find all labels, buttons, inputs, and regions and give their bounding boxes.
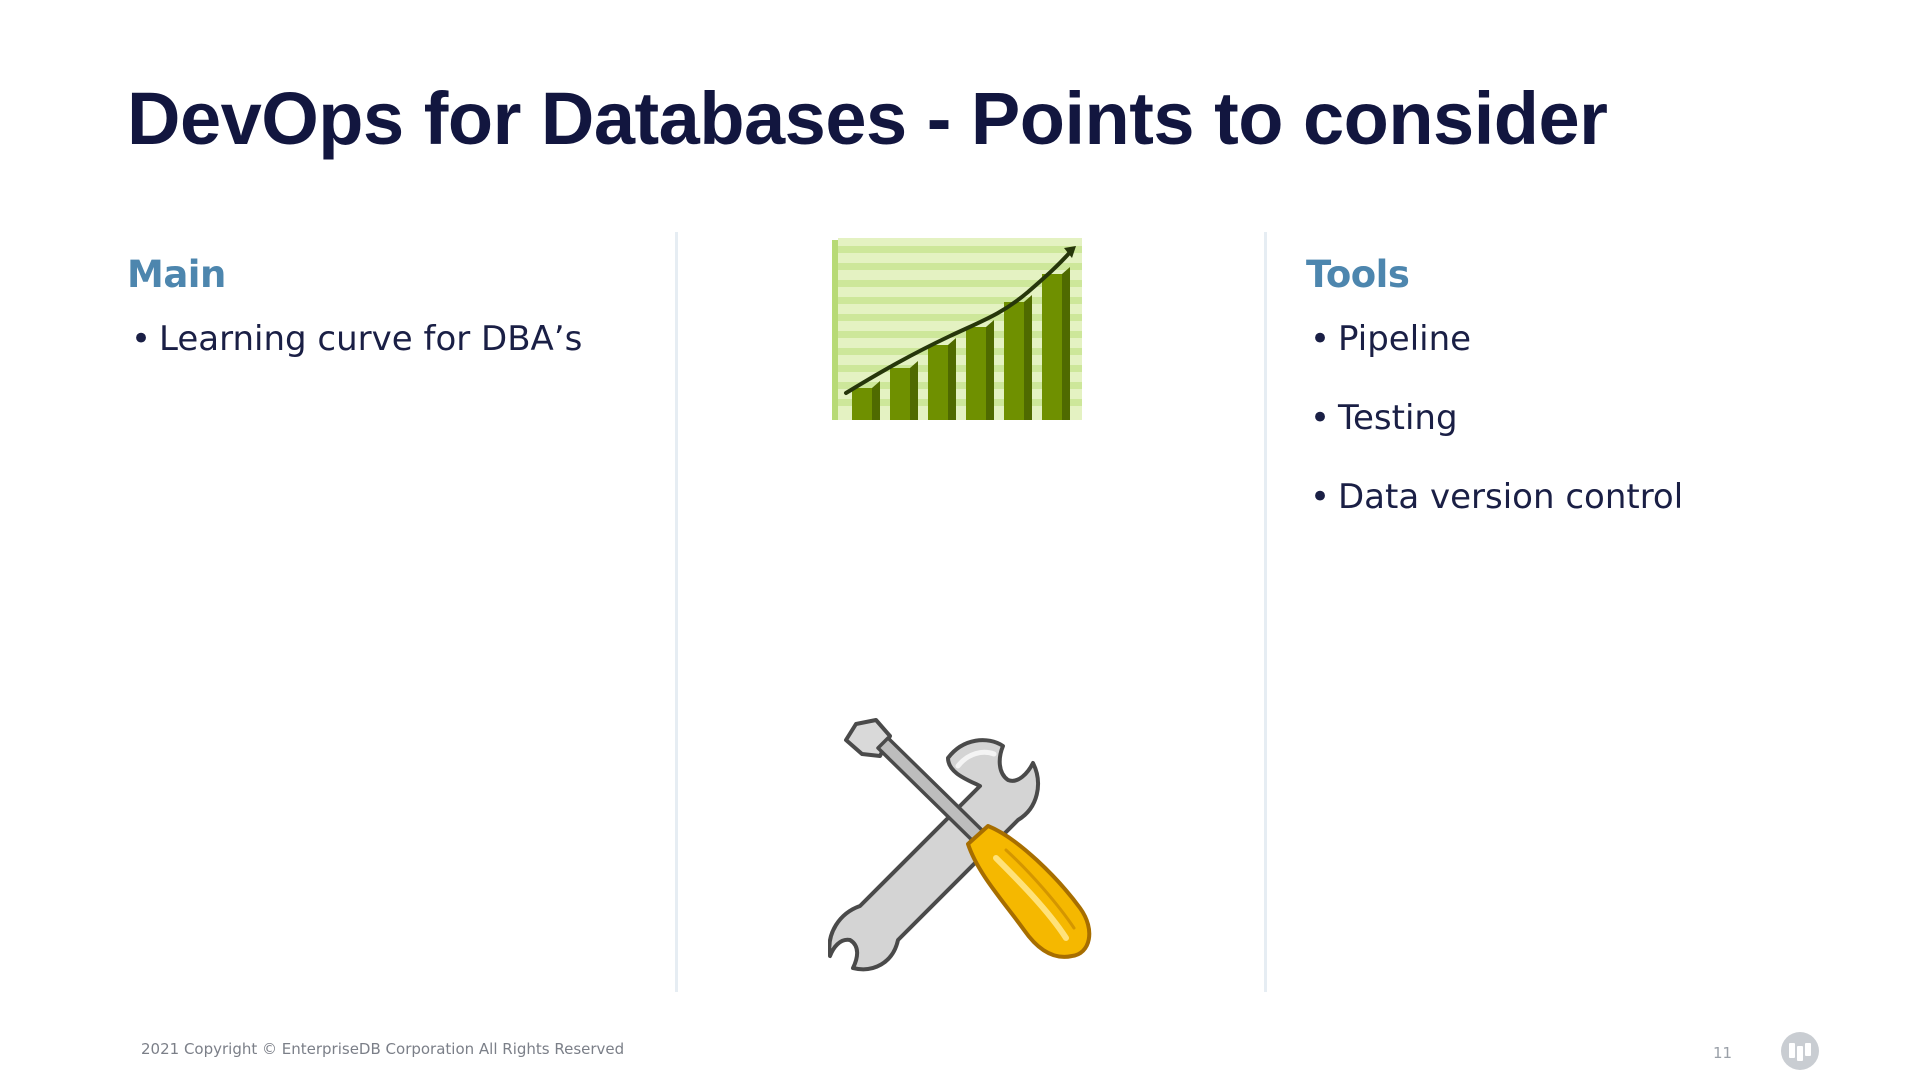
main-bullet-item: • Learning curve for DBA’s (127, 318, 657, 360)
bar-chart-growth-icon (832, 238, 1082, 420)
wrench-screwdriver-icon (828, 718, 1092, 972)
tools-heading: Tools (1306, 253, 1410, 296)
bullet-dot: • (1310, 477, 1331, 517)
tools-bullet-text: Pipeline (1338, 319, 1472, 359)
tools-bullet-item: • Pipeline (1306, 318, 1866, 360)
column-divider-left (675, 232, 678, 992)
bullet-dot: • (1310, 398, 1331, 438)
slide-title: DevOps for Databases - Points to conside… (127, 77, 1608, 160)
bullet-dot: • (131, 319, 152, 359)
tools-column: Tools • Pipeline • Testing • Data versio… (1306, 253, 1866, 555)
tools-bullet-item: • Data version control (1306, 476, 1866, 518)
tools-bullet-text: Data version control (1338, 477, 1684, 517)
main-heading: Main (127, 253, 226, 296)
main-bullet-text: Learning curve for DBA’s (159, 319, 583, 359)
tools-bullet-item: • Testing (1306, 397, 1866, 439)
page-number: 11 (1713, 1044, 1733, 1062)
main-bullet-list: • Learning curve for DBA’s (127, 318, 657, 360)
column-divider-right (1264, 232, 1267, 992)
bullet-dot: • (1310, 319, 1331, 359)
edb-logo-icon (1781, 1032, 1819, 1070)
footer-copyright: 2021 Copyright © EnterpriseDB Corporatio… (141, 1040, 625, 1058)
tools-bullet-list: • Pipeline • Testing • Data version cont… (1306, 318, 1866, 518)
tools-bullet-text: Testing (1338, 398, 1458, 438)
main-column: Main • Learning curve for DBA’s (127, 253, 657, 397)
